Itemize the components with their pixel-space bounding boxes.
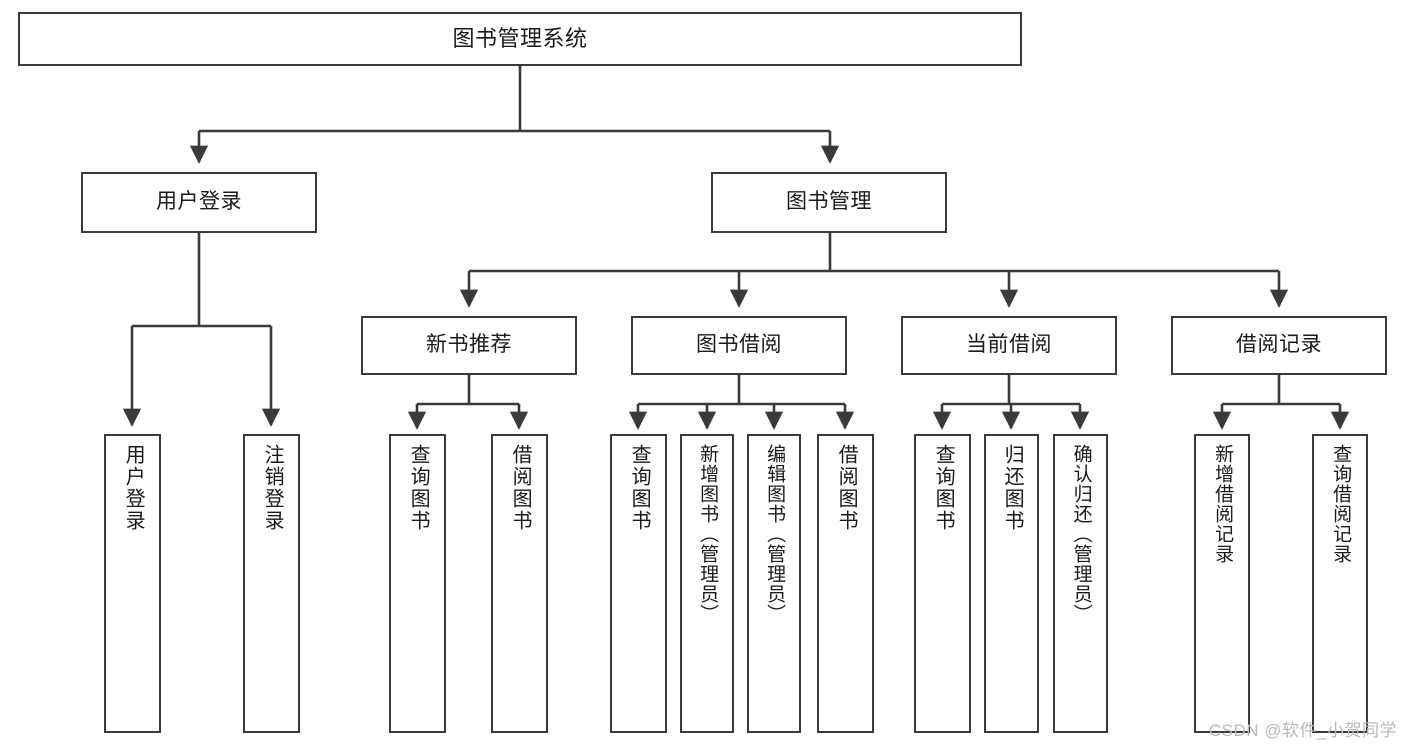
node-label: 编辑图书（管理员）: [764, 444, 786, 624]
node-label: 借阅图书: [509, 444, 532, 532]
leaf-confirm-return-admin[interactable]: 确认归还（管理员）: [1053, 434, 1108, 733]
node-label: 新书推荐: [426, 333, 512, 357]
node-book-borrow[interactable]: 图书借阅: [631, 316, 847, 375]
node-label: 查询图书: [407, 444, 430, 532]
leaf-borrow-book-recommend[interactable]: 借阅图书: [491, 434, 548, 733]
leaf-user-login[interactable]: 用户登录: [104, 434, 161, 733]
node-new-book-recommend[interactable]: 新书推荐: [361, 316, 577, 375]
leaf-edit-book-admin[interactable]: 编辑图书（管理员）: [747, 434, 801, 733]
node-label: 图书借阅: [696, 333, 782, 357]
node-borrow-record[interactable]: 借阅记录: [1171, 316, 1387, 375]
node-label: 归还图书: [1001, 444, 1024, 532]
node-label: 当前借阅: [966, 333, 1052, 357]
leaf-query-book-recommend[interactable]: 查询图书: [389, 434, 446, 733]
leaf-add-book-admin[interactable]: 新增图书（管理员）: [680, 434, 734, 733]
node-label: 查询借阅记录: [1330, 444, 1352, 564]
leaf-add-borrow-record[interactable]: 新增借阅记录: [1194, 434, 1250, 733]
node-label: 图书管理: [786, 190, 872, 214]
node-label: 新增图书（管理员）: [697, 444, 719, 624]
leaf-query-book-borrow[interactable]: 查询图书: [610, 434, 667, 733]
leaf-borrow-book[interactable]: 借阅图书: [817, 434, 874, 733]
node-label: 借阅记录: [1236, 333, 1322, 357]
node-label: 查询图书: [628, 444, 651, 532]
node-label: 用户登录: [156, 190, 242, 214]
node-label: 新增借阅记录: [1212, 444, 1234, 564]
node-label: 借阅图书: [835, 444, 858, 532]
node-current-borrow[interactable]: 当前借阅: [901, 316, 1117, 375]
node-label: 查询图书: [932, 444, 955, 532]
node-label: 确认归还（管理员）: [1070, 444, 1092, 624]
node-label: 注销登录: [261, 444, 284, 532]
node-label: 图书管理系统: [452, 26, 588, 52]
leaf-return-book[interactable]: 归还图书: [984, 434, 1039, 733]
node-book-management[interactable]: 图书管理: [711, 172, 947, 233]
node-root-book-management-system[interactable]: 图书管理系统: [18, 12, 1022, 66]
leaf-query-borrow-record[interactable]: 查询借阅记录: [1312, 434, 1368, 733]
node-label: 用户登录: [122, 444, 145, 532]
leaf-query-book-current[interactable]: 查询图书: [914, 434, 971, 733]
leaf-logout[interactable]: 注销登录: [243, 434, 300, 733]
watermark: CSDN @软件_小贺同学: [1208, 721, 1397, 740]
node-user-login[interactable]: 用户登录: [81, 172, 317, 233]
